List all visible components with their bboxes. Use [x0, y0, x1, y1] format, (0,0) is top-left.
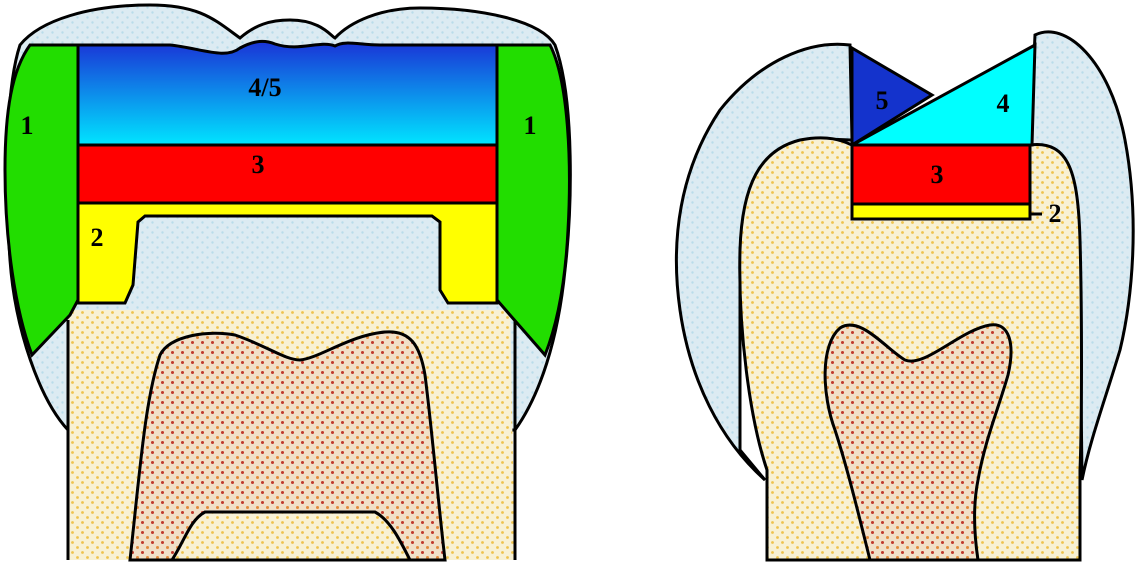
- left-label-1-left: 1: [21, 111, 34, 140]
- right-label-2: 2: [1049, 199, 1062, 228]
- left-label-3: 3: [252, 150, 265, 179]
- left-layer-45: [78, 41, 497, 145]
- left-layer-1-right: [497, 45, 569, 355]
- left-tooth: 1 1 2 3 4/5: [5, 5, 570, 560]
- left-label-45: 4/5: [248, 73, 281, 102]
- left-label-2: 2: [91, 223, 104, 252]
- right-tooth: 5 4 3 2: [676, 32, 1133, 560]
- right-label-3: 3: [931, 160, 944, 189]
- left-label-1-right: 1: [524, 111, 537, 140]
- right-layer-2: [852, 204, 1030, 219]
- left-layer-3: [78, 145, 497, 203]
- right-label-5: 5: [876, 86, 889, 115]
- left-pulp-floor: [172, 512, 410, 560]
- right-label-4: 4: [997, 89, 1010, 118]
